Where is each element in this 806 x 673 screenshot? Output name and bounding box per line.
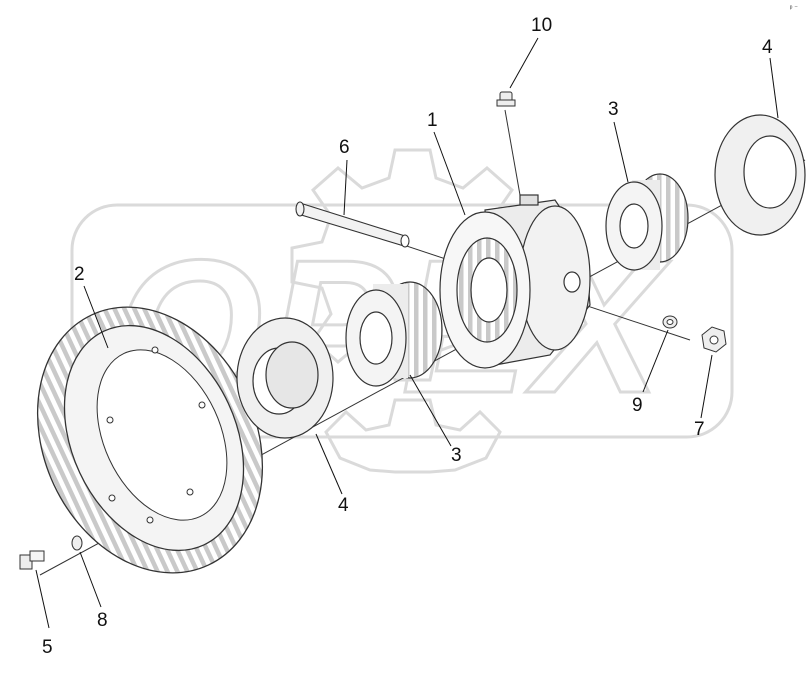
callout-10: 10 [531, 15, 553, 36]
grease-fitting-part [496, 91, 516, 107]
callout-1: 1 [427, 110, 438, 131]
nut-part [701, 326, 727, 353]
differential-case-part [439, 194, 591, 369]
callout-6: 6 [339, 137, 350, 158]
bolt-washer-part [71, 535, 83, 551]
watermark-gear-icon [290, 148, 535, 474]
side-gear-left-part [345, 281, 443, 387]
callout-5: 5 [42, 637, 53, 658]
callout-3-left: 3 [451, 445, 462, 466]
callout-8: 8 [97, 610, 108, 631]
callout-4-left: 4 [338, 495, 349, 516]
leader-lines [35, 37, 779, 629]
washer-part [662, 315, 678, 329]
bearing-cup-left-part [236, 317, 334, 439]
callout-3-right: 3 [608, 99, 619, 120]
watermark-frame [70, 203, 734, 439]
callout-7: 7 [694, 419, 705, 440]
callout-4-right: 4 [762, 37, 773, 58]
corner-mark: ᵖ ⁻ [789, 5, 798, 12]
callout-9: 9 [632, 395, 643, 416]
callout-2: 2 [74, 264, 85, 285]
cross-pin-part [295, 201, 410, 248]
bolt-part [19, 550, 45, 570]
ring-gear-part [36, 306, 264, 574]
side-gear-right-part [605, 173, 689, 271]
bearing-cup-right-part [714, 114, 806, 236]
